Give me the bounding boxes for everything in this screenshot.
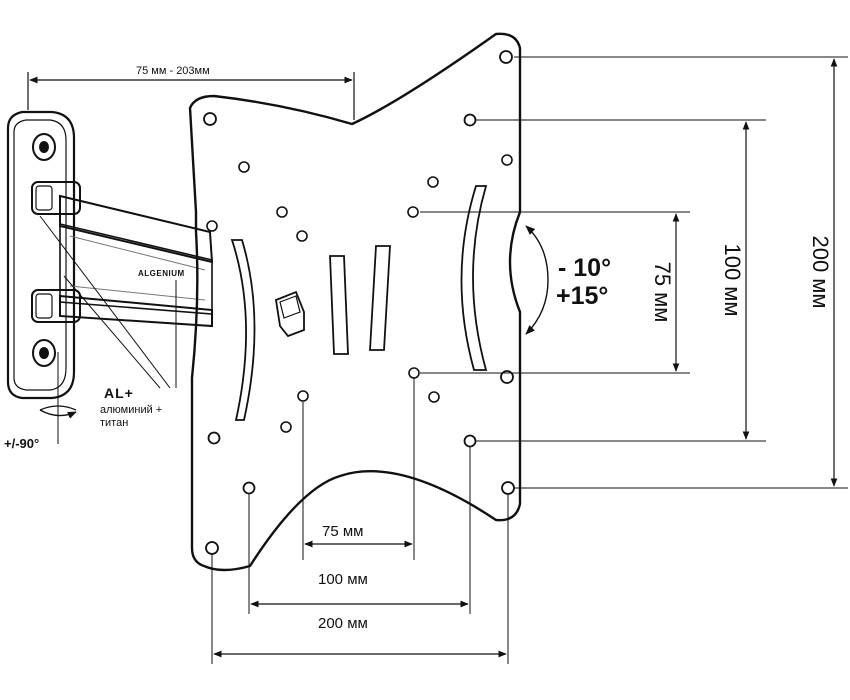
- horizontal-dim-75-label: 75 мм: [322, 523, 363, 540]
- vesa-plate: [188, 32, 522, 572]
- lock-clip: [275, 290, 305, 338]
- mounting-holes: [203, 50, 515, 555]
- swing-arm: [59, 194, 214, 328]
- vertical-dimensions: [420, 56, 848, 489]
- brand-label: ALGENIUM: [138, 269, 185, 278]
- tilt-minus-label: - 10°: [558, 254, 611, 282]
- material-note-line1: алюминий +: [100, 404, 162, 416]
- horizontal-dim-200-label: 200 мм: [318, 615, 368, 632]
- material-callout-lines: [39, 215, 177, 389]
- horizontal-dimensions: [211, 378, 509, 664]
- vertical-dim-100-label: 100 мм: [720, 243, 745, 316]
- arm-range-label: 75 мм - 203мм: [136, 65, 210, 77]
- tilt-plus-label: +15°: [556, 282, 608, 310]
- arm-range-dimension: [27, 72, 355, 120]
- hinge-knuckles: [31, 181, 81, 323]
- material-label: AL+: [104, 385, 134, 401]
- center-slots: [329, 245, 391, 355]
- wall-plate: [6, 110, 76, 400]
- vertical-dim-75-label: 75 мм: [650, 262, 675, 323]
- vertical-dim-200-label: 200 мм: [808, 235, 833, 308]
- swivel-indicator: [39, 352, 77, 444]
- horizontal-dim-100-label: 100 мм: [318, 571, 368, 588]
- swivel-label: +/-90°: [4, 436, 39, 451]
- tilt-indicator: [525, 225, 549, 335]
- curved-slots: [230, 185, 488, 421]
- material-note-line2: титан: [100, 417, 128, 429]
